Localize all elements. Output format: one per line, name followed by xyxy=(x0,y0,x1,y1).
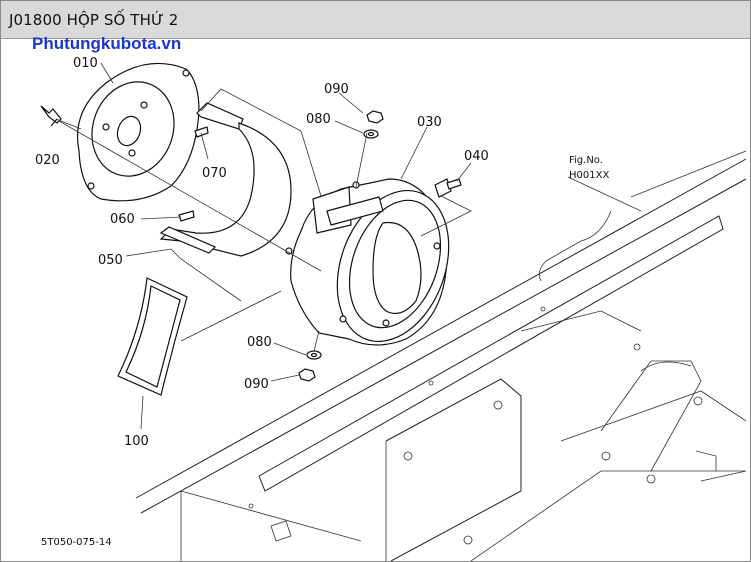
title-bar: J01800 HỘP SỐ THỨ 2 xyxy=(1,1,750,39)
callout-010: 010 xyxy=(73,56,98,71)
callout-080-bottom: 080 xyxy=(247,335,272,350)
cover-plate-part-010 xyxy=(76,62,200,202)
page-title: J01800 HỘP SỐ THỨ 2 xyxy=(9,11,179,29)
callout-070: 070 xyxy=(202,166,227,181)
callout-020: 020 xyxy=(35,153,60,168)
screw-part-070 xyxy=(194,126,209,138)
fan-housing-part-030 xyxy=(285,178,450,346)
callout-060: 060 xyxy=(110,212,135,227)
bolt-part-040 xyxy=(434,178,462,198)
washer-part-080-top xyxy=(363,129,379,139)
callout-040: 040 xyxy=(464,149,489,164)
fig-no-label: Fig.No. xyxy=(569,155,603,166)
callouts: 010 020 030 040 050 060 070 080 090 080 … xyxy=(35,56,609,548)
shroud-part-050 xyxy=(159,102,292,257)
frame-bolts xyxy=(248,306,703,545)
callout-050: 050 xyxy=(98,253,123,268)
machine-frame xyxy=(135,150,747,561)
callout-100: 100 xyxy=(124,434,149,449)
leader-lines xyxy=(55,62,642,430)
nut-part-090-bottom xyxy=(298,368,316,382)
callout-090-bottom: 090 xyxy=(244,377,269,392)
washer-part-080-bottom xyxy=(306,350,322,360)
drawing-code: 5T050-075-14 xyxy=(41,537,112,548)
wing-bolt-part-020 xyxy=(40,105,62,127)
callout-090-top: 090 xyxy=(324,82,349,97)
callout-030: 030 xyxy=(417,115,442,130)
callout-080-top: 080 xyxy=(306,112,331,127)
watermark-logo: Phutungkubota.vn xyxy=(32,34,182,53)
screw-part-060 xyxy=(178,210,195,222)
nut-part-090-top xyxy=(366,110,384,124)
fig-no-code: H001XX xyxy=(569,170,609,181)
gasket-part-100 xyxy=(117,277,188,396)
